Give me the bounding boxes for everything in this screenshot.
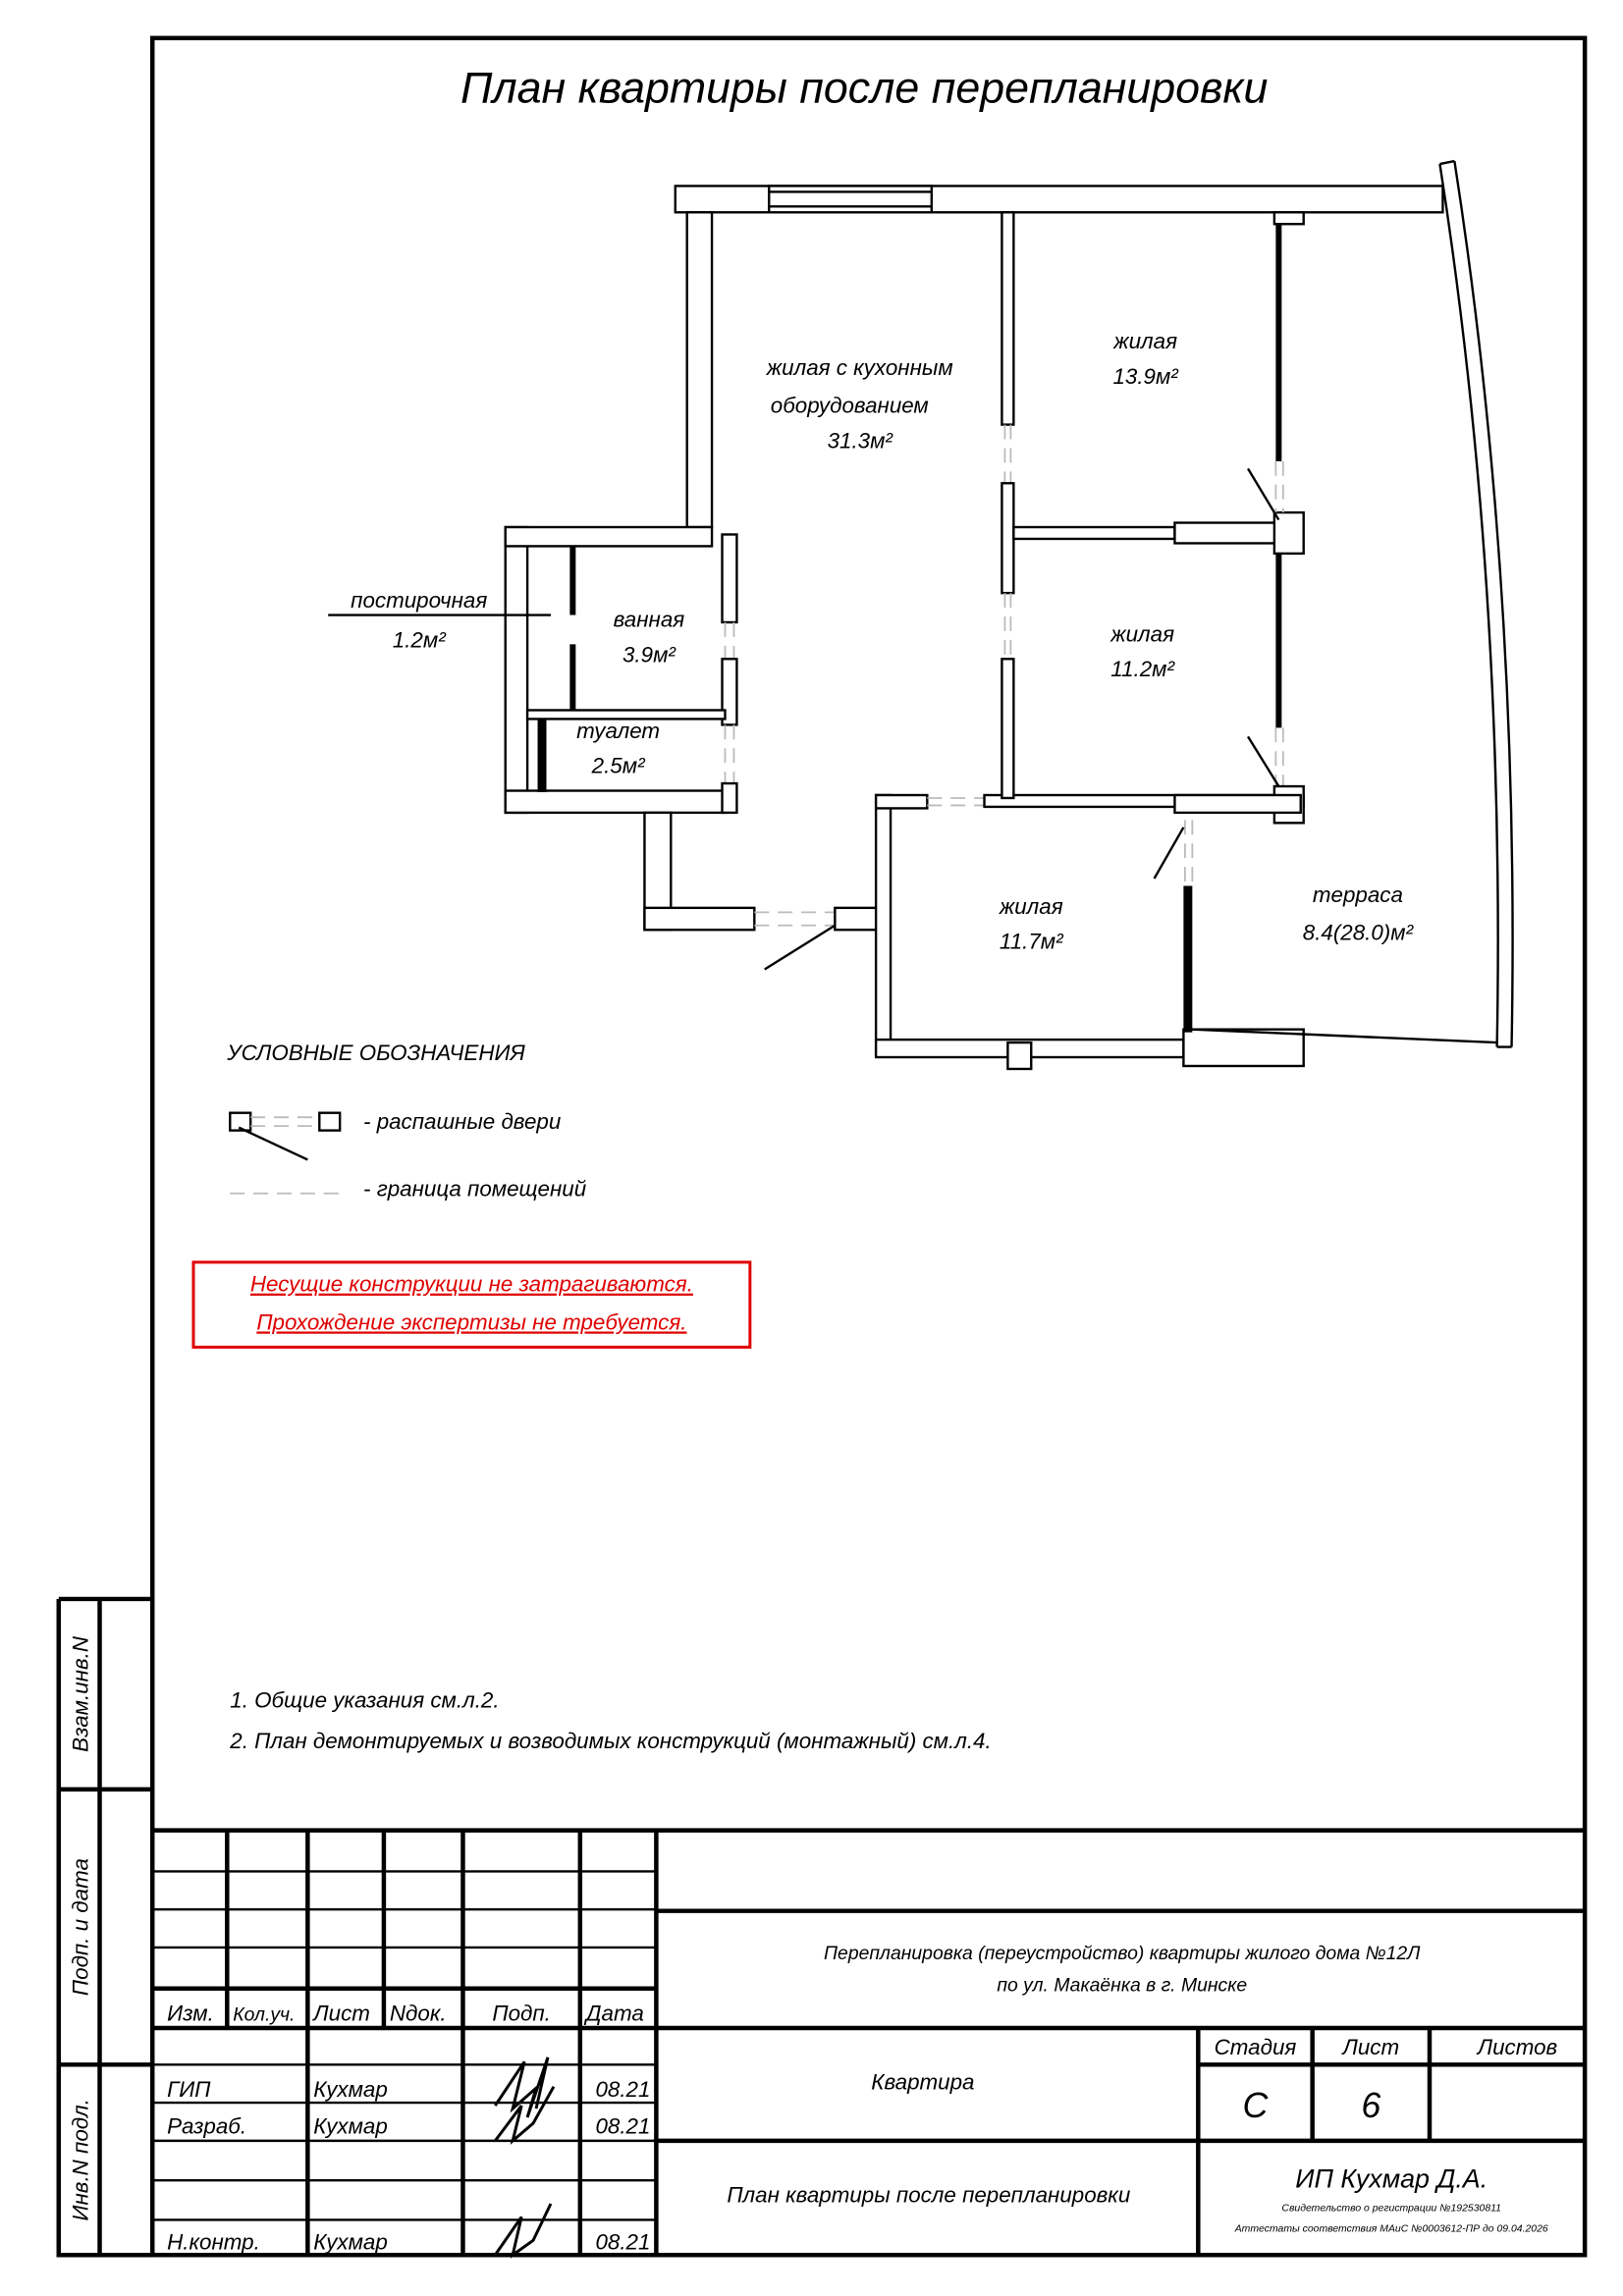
company-name: ИП Кухмар Д.А. [1295, 2164, 1488, 2194]
legend-title: УСЛОВНЫЕ ОБОЗНАЧЕНИЯ [226, 1041, 525, 1065]
room-label: ванная [614, 607, 685, 631]
object-name: Квартира [871, 2070, 974, 2095]
warning-box: Несущие конструкции не затрагиваются. Пр… [191, 1260, 752, 1349]
room-area: 13.9м² [1112, 364, 1179, 389]
signature [494, 2203, 553, 2259]
side-stamp: Взам.инв.N Подп. и дата Инв.N подл. [56, 1596, 153, 2258]
room-area: 2.5м² [591, 754, 646, 778]
swing-door-icon [229, 1111, 342, 1161]
room-area: 31.3м² [828, 428, 894, 453]
warning-line: Прохождение экспертизы не требуется. [256, 1309, 686, 1334]
page-title: План квартиры после перепланировки [460, 63, 1268, 112]
room-label: жилая с кухонным [766, 355, 953, 380]
room-label: жилая [1109, 621, 1174, 646]
room-area: 3.9м² [622, 642, 676, 667]
legend-label: - распашные двери [363, 1109, 561, 1134]
window [768, 185, 934, 214]
sheet-label: Лист [1341, 2035, 1400, 2059]
floor-plan: жилая с кухонным оборудованием 31.3м² жи… [328, 159, 1514, 1071]
column-header: Nдок. [390, 2002, 447, 2026]
project-name: по ул. Макаёнка в г. Минске [997, 1975, 1247, 1997]
room-label: оборудованием [771, 394, 929, 418]
legend: УСЛОВНЫЕ ОБОЗНАЧЕНИЯ - распашные двери -… [226, 1041, 586, 1201]
room-label: жилая [999, 894, 1063, 919]
signer-date: 08.21 [595, 2077, 650, 2102]
note: 2. План демонтируемых и возводимых конст… [229, 1729, 991, 1753]
sheet-value: 6 [1361, 2086, 1380, 2125]
sheets-label: Листов [1476, 2035, 1557, 2059]
column-header: Подп. [492, 2002, 551, 2026]
room-label: жилая [1112, 329, 1177, 353]
signer-role: Разраб. [167, 2113, 246, 2138]
column-header: Кол.уч. [233, 2004, 295, 2026]
curved-facade-wall [1438, 159, 1514, 1048]
project-name: Перепланировка (переустройство) квартиры… [824, 1943, 1421, 1964]
room-label: терраса [1313, 882, 1403, 907]
signer-name: Кухмар [313, 2113, 388, 2138]
room-area: 11.7м² [1000, 930, 1064, 954]
legend-label: - граница помещений [363, 1177, 586, 1201]
sheet-frame [149, 35, 1588, 2258]
room-area: 1.2м² [393, 627, 447, 652]
warning-line: Несущие конструкции не затрагиваются. [250, 1272, 693, 1297]
signer-date: 08.21 [595, 2113, 650, 2138]
room-area: 11.2м² [1110, 657, 1175, 681]
door-swing [764, 467, 1280, 971]
stage-label: Стадия [1215, 2035, 1297, 2059]
signer-role: ГИП [167, 2077, 211, 2102]
signer-role: Н.контр. [167, 2229, 260, 2254]
signer-name: Кухмар [313, 2229, 388, 2254]
attestation-text: Аттестаты соответствия МАиС №0003612-ПР … [1234, 2223, 1548, 2234]
column-header: Лист [311, 2002, 370, 2026]
signature [494, 2056, 556, 2146]
room-label: постирочная [351, 588, 487, 613]
room-area: 8.4(28.0)м² [1303, 921, 1415, 945]
signer-date: 08.21 [595, 2229, 650, 2254]
title-block: Изм. Кол.уч. Лист Nдок. Подп. Дата ГИП К… [152, 1828, 1586, 2259]
side-stamp-signature-date: Подп. и дата [69, 1858, 93, 1996]
side-stamp-original-inv: Инв.N подл. [69, 2099, 93, 2220]
signer-name: Кухмар [313, 2077, 388, 2102]
drawing-name: План квартиры после перепланировки [727, 2183, 1130, 2208]
note: 1. Общие указания см.л.2. [230, 1687, 499, 1712]
column-header: Изм. [167, 2002, 214, 2026]
column-header: Дата [583, 2002, 644, 2026]
side-stamp-replacement: Взам.инв.N [69, 1635, 93, 1752]
stage-value: С [1243, 2086, 1270, 2125]
room-label: туалет [576, 719, 660, 743]
registration-text: Свидетельство о регистрации №192530811 [1281, 2203, 1501, 2214]
